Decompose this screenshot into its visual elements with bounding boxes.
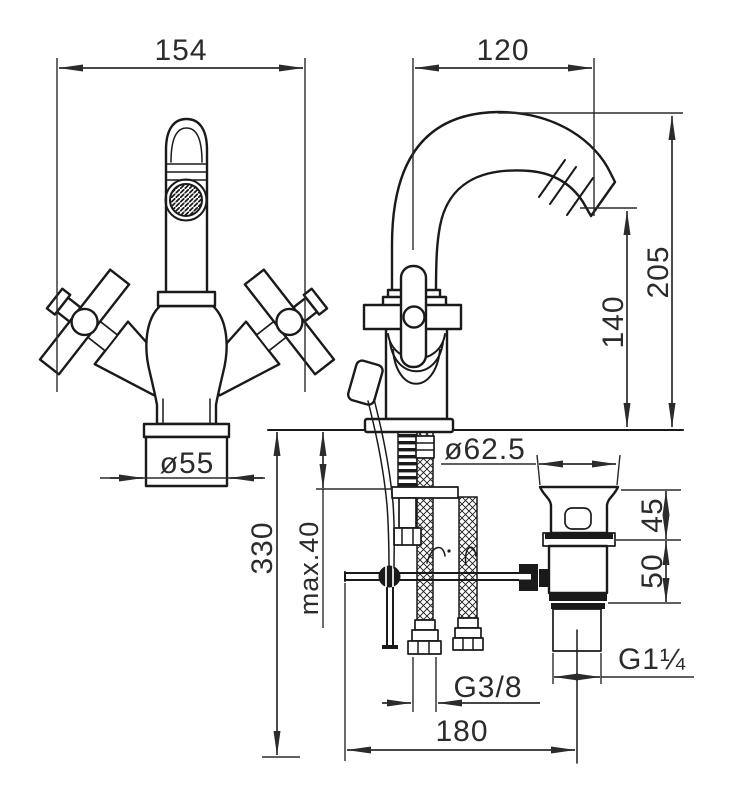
dim-supply-thread-label: G3/8	[453, 671, 522, 704]
dim-total-height: 205	[642, 115, 676, 428]
hose-nut-right	[452, 637, 484, 651]
linkage-ball-joint	[378, 565, 401, 588]
dim-front-width-label: 154	[154, 34, 207, 67]
threaded-shank	[397, 431, 418, 490]
dim-max-deck-thickness-label: max.40	[294, 521, 324, 616]
flex-hose-right	[458, 496, 478, 619]
dim-outlet-height-label: 140	[597, 295, 630, 348]
dim-below-deck-length-label: 330	[246, 521, 279, 574]
dim-base-diameter: ø55	[100, 447, 265, 482]
popup-linkage	[344, 564, 550, 649]
spout-nozzle-band	[538, 159, 566, 198]
dim-waste-top-height-label: 45	[636, 497, 669, 532]
front-base-plate	[142, 422, 231, 439]
dim-waste-flange-diameter: ø62.5	[441, 433, 621, 486]
dim-below-deck-length: 330	[246, 431, 300, 758]
front-handle-left	[38, 268, 174, 397]
side-view: 120 205 140 ø62.5 45 50	[246, 34, 694, 764]
side-escutcheon	[363, 417, 455, 434]
front-aerator	[169, 183, 203, 217]
hose-nut-left	[407, 640, 442, 655]
dim-max-deck-thickness: max.40	[294, 431, 392, 628]
dim-total-height-label: 205	[642, 245, 675, 298]
front-body	[145, 304, 228, 426]
popup-knob	[346, 359, 395, 571]
side-spout	[390, 110, 617, 294]
flex-hose-left	[416, 431, 434, 621]
dim-spout-reach: 120	[414, 34, 593, 72]
waste-assembly	[538, 485, 620, 764]
front-aerator-ring	[164, 178, 208, 222]
dim-waste-thread: G1¼	[552, 643, 694, 684]
dim-center-distance: 180	[344, 583, 576, 761]
dim-front-width: 154	[56, 34, 306, 392]
dim-waste-flange-diameter-label: ø62.5	[444, 433, 526, 466]
dim-spout-reach-label: 120	[476, 34, 529, 67]
waste-overflow-slot	[564, 507, 592, 530]
dim-waste-body-height-label: 50	[636, 553, 669, 588]
dim-center-distance-label: 180	[435, 715, 488, 748]
dim-waste-thread-label: G1¼	[618, 643, 686, 676]
dim-base-diameter-label: ø55	[160, 447, 215, 480]
mounting-washer	[391, 486, 459, 499]
waste-body	[547, 544, 609, 595]
mounting-nut	[393, 527, 422, 546]
dim-outlet-height: 140	[597, 210, 631, 428]
side-cross-handle	[362, 264, 463, 369]
front-collar	[156, 290, 217, 308]
dim-supply-thread: G3/8	[382, 657, 540, 712]
front-view: 154 ø55	[38, 34, 336, 488]
dim-waste-heights: 45 50	[608, 489, 681, 604]
